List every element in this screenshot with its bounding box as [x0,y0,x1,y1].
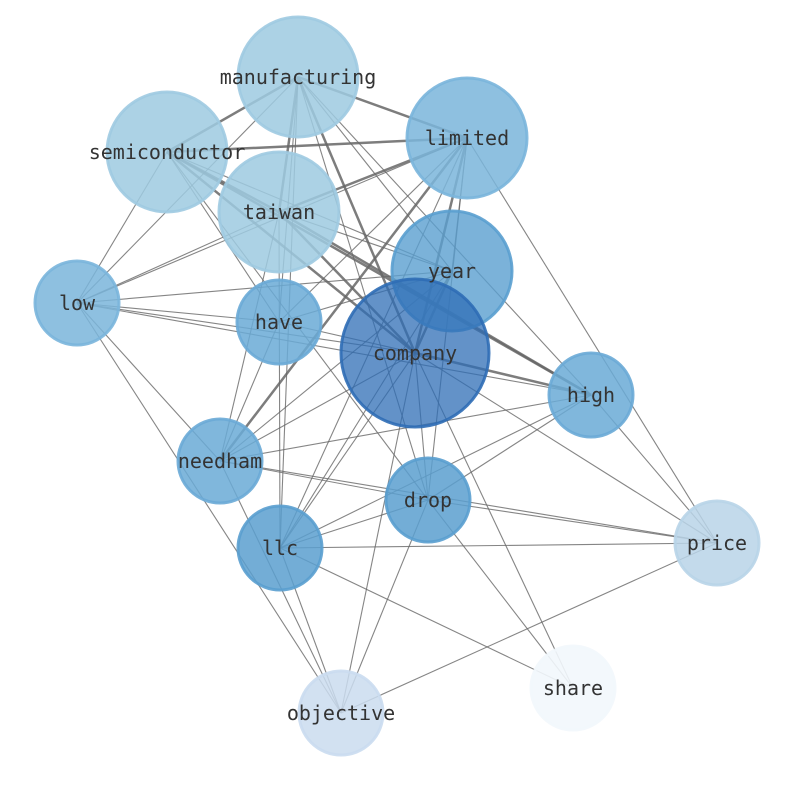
node-label-share: share [543,676,603,700]
node-manufacturing[interactable] [236,15,360,139]
node-label-have: have [255,310,303,334]
node-needham[interactable] [176,417,264,505]
node-objective[interactable] [297,669,385,757]
node-high[interactable] [547,351,635,439]
edge-limited-price [466,137,718,544]
node-label-price: price [687,531,747,555]
node-limited[interactable] [405,76,529,200]
nodes-layer [33,15,761,757]
node-label-high: high [567,383,615,407]
node-label-objective: objective [287,701,395,725]
node-price[interactable] [673,499,761,587]
node-label-manufacturing: manufacturing [220,65,377,89]
edge-limited-needham [219,137,468,462]
edge-high-needham [219,394,592,462]
node-label-year: year [428,259,476,283]
node-label-needham: needham [178,449,262,473]
node-label-llc: llc [262,536,298,560]
edge-llc-price [279,542,718,549]
edge-price-objective [340,542,718,714]
node-label-drop: drop [404,488,452,512]
node-low[interactable] [33,259,121,347]
node-label-company: company [373,341,457,365]
edge-manufacturing-drop [297,76,429,501]
node-llc[interactable] [236,504,324,592]
node-label-taiwan: taiwan [243,200,315,224]
node-company[interactable] [339,277,491,429]
node-have[interactable] [235,278,323,366]
node-taiwan[interactable] [217,150,341,274]
node-drop[interactable] [384,456,472,544]
labels-layer: manufacturing limited semiconductor taiwan y… [59,65,747,725]
node-share[interactable] [529,644,617,732]
node-label-low: low [59,291,96,315]
node-label-semiconductor: semiconductor [89,140,246,164]
node-semiconductor[interactable] [105,90,229,214]
node-label-limited: limited [425,126,509,150]
edge-low-objective [76,302,342,714]
edge-llc-share [279,547,574,689]
edge-drop-price [427,499,718,544]
edge-low-high [76,302,592,396]
